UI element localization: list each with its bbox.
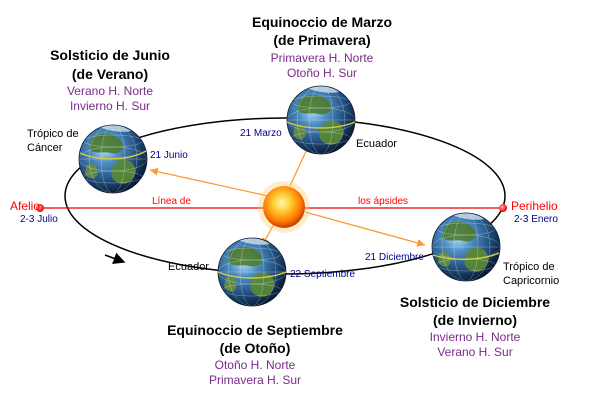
tropic-cancer-line1: Trópico de (27, 128, 79, 140)
september-title-line2: (de Otoño) (219, 340, 291, 356)
june-title-line2: (de Verano) (71, 66, 149, 82)
december-date: 21 Diciembre (365, 252, 424, 263)
earth-march (286, 85, 356, 155)
perihelion-label: Perihelio (511, 199, 558, 213)
perihelion-date: 2-3 Enero (514, 214, 558, 225)
march-date: 21 Marzo (240, 128, 282, 139)
september-title-line1: Equinoccio de Septiembre (167, 322, 343, 338)
september-south: Primavera H. Sur (208, 373, 302, 387)
march-north: Primavera H. Norte (270, 51, 374, 65)
equator-label-march: Ecuador (356, 138, 397, 150)
apsides-label-left: Línea de (152, 196, 191, 207)
tropic-capricorn-line2: Capricornio (503, 275, 560, 287)
june-title-line1: Solsticio de Junio (50, 47, 170, 63)
june-date: 21 Junio (150, 150, 188, 161)
arrow-to-december (304, 211, 426, 247)
september-date: 22 Septiembre (290, 269, 356, 280)
perihelion-dot (499, 204, 507, 212)
arrow-to-june (149, 167, 269, 197)
aphelion-label: Afelio (10, 199, 41, 213)
earth-september (217, 237, 287, 307)
september-north: Otoño H. Norte (214, 358, 296, 372)
june-south: Invierno H. Sur (69, 99, 151, 113)
equator-label-september: Ecuador (168, 261, 209, 273)
orbit-direction-arrow (104, 252, 126, 265)
december-title-line2: (de Invierno) (432, 312, 517, 328)
march-title-line1: Equinoccio de Marzo (251, 14, 392, 30)
december-north: Invierno H. Norte (429, 330, 521, 344)
earth-june (78, 124, 148, 194)
aphelion-dot (36, 204, 44, 212)
december-title-line1: Solsticio de Diciembre (399, 294, 551, 310)
apsides-label-right: los ápsides (358, 196, 409, 207)
aphelion-date: 2-3 Julio (20, 214, 58, 225)
sun (263, 186, 305, 228)
tropic-capricorn-line1: Trópico de (503, 261, 555, 273)
june-north: Verano H. Norte (66, 84, 154, 98)
tropic-cancer-line2: Cáncer (27, 142, 63, 154)
earth-december (431, 212, 501, 282)
december-south: Verano H. Sur (437, 345, 513, 359)
march-title-line2: (de Primavera) (273, 32, 371, 48)
march-south: Otoño H. Sur (286, 66, 358, 80)
